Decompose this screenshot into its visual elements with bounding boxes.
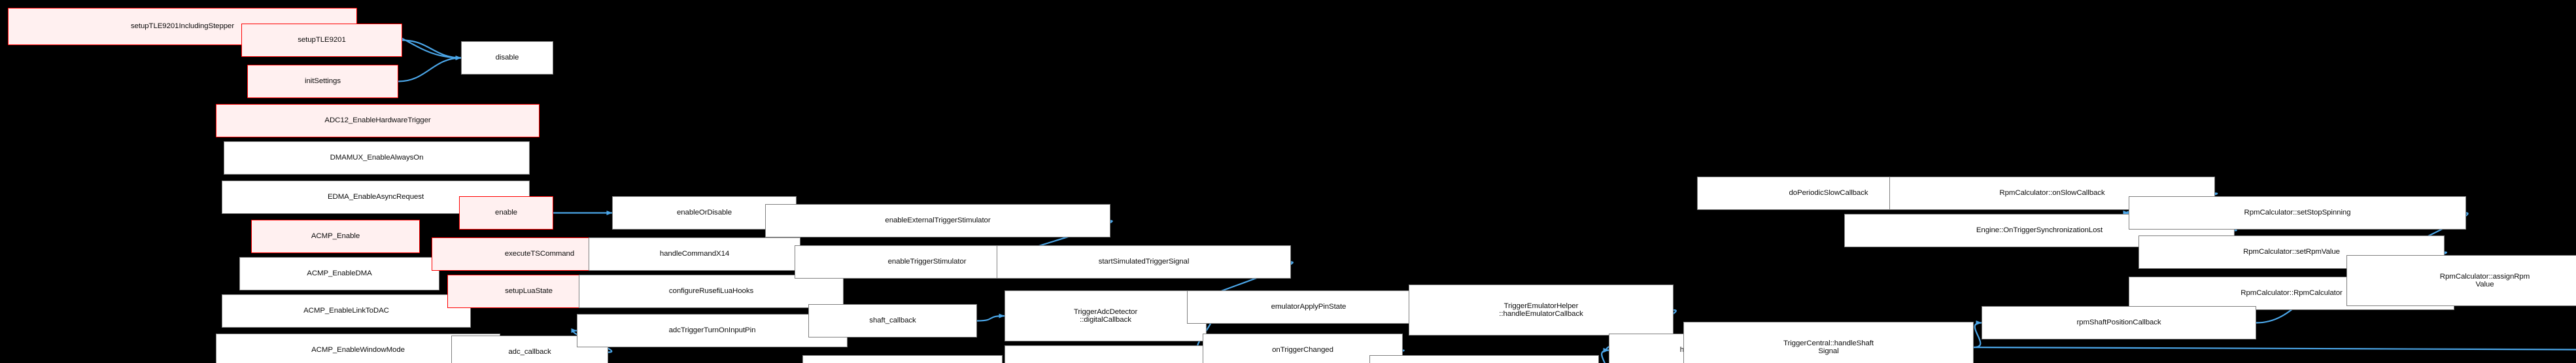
graph-node-label: setupTLE9201 [298, 35, 346, 44]
graph-node[interactable]: handleCommandX14 [589, 237, 800, 271]
graph-node-label: configureRusefiLuaHooks [668, 286, 754, 295]
graph-node[interactable]: disable [461, 41, 553, 75]
graph-node[interactable]: adcTriggerTurnOnInputPin [577, 314, 848, 347]
graph-edge [1973, 346, 2576, 351]
graph-node-label: RpmCalculator::assignRpm [2439, 272, 2530, 281]
graph-node-label: ACMP_EnableDMA [307, 269, 372, 277]
graph-node[interactable]: ADC12_EnableHardwareTrigger [216, 104, 540, 137]
graph-node-label: enableExternalTriggerStimulator [885, 216, 991, 224]
graph-node-label: RpmCalculator::setStopSpinning [2244, 208, 2351, 216]
graph-node[interactable]: DMAMUX_EnableAlwaysOn [224, 141, 530, 175]
graph-edge [402, 39, 462, 60]
graph-node-label: rpmShaftPositionCallback [2076, 318, 2161, 326]
graph-node[interactable]: ACMP_EnableDMA [239, 257, 439, 290]
graph-node[interactable]: TriggerAdcDetector::digitalCallback [1005, 290, 1207, 341]
graph-node-label: startSimulatedTriggerSignal [1098, 257, 1190, 266]
graph-node-label: ACMP_Enable [311, 232, 360, 240]
graph-node[interactable]: emulatorApplyPinState [1187, 290, 1430, 324]
graph-node-label: TriggerCentral::handleShaft [1783, 339, 1874, 347]
graph-node[interactable]: ACMP_EnableLinkToDAC [222, 294, 471, 328]
graph-node-label: Value [2475, 281, 2494, 288]
graph-node-label: setupTLE9201IncludingStepper [130, 22, 235, 30]
graph-node-label: disable [495, 53, 519, 61]
graph-edge [1601, 348, 1609, 363]
graph-node-label: RpmCalculator::onSlowCallback [1999, 188, 2105, 197]
graph-node[interactable]: setupTLE9201 [241, 24, 402, 57]
graph-node-label: ACMP_EnableLinkToDAC [303, 306, 389, 315]
graph-node-label: ACMP_EnableWindowMode [311, 345, 405, 354]
graph-node-label: EDMA_EnableAsyncRequest [327, 192, 424, 201]
graph-edge [398, 56, 462, 82]
graph-node[interactable]: configureRusefiLuaHooks [579, 275, 844, 308]
graph-node-label: TriggerEmulatorHelper [1503, 302, 1579, 310]
graph-node-label: enableTriggerStimulator [887, 257, 967, 266]
graph-node-label: adcTriggerTurnOnInputPin [668, 326, 756, 334]
graph-edge [976, 313, 1005, 322]
graph-node-label: setupLuaState [505, 286, 553, 295]
graph-node[interactable]: TriggerEmulatorHelper::handleEmulatorCal… [1409, 285, 1674, 336]
graph-node[interactable]: initSettings [247, 65, 398, 98]
graph-node-label: RpmCalculator::setRpmValue [2243, 247, 2340, 256]
graph-node[interactable]: enable [459, 196, 553, 230]
graph-node[interactable]: hwHandleShaftSignal [1369, 355, 1599, 363]
graph-node[interactable]: rpmShaftPositionCallback [1982, 306, 2256, 339]
graph-node-label: initSettings [305, 77, 341, 85]
graph-node-label: emulatorApplyPinState [1271, 302, 1347, 311]
graph-node-label: RpmCalculator::RpmCalculator [2241, 288, 2343, 297]
graph-node[interactable]: TriggerAdcDetector::analogCallback [1005, 345, 1207, 363]
graph-node-label: enable [495, 208, 517, 216]
graph-edge [1973, 320, 1982, 349]
graph-node-label: onTriggerChanged [1272, 345, 1333, 354]
graph-node-label: enableOrDisable [676, 208, 732, 216]
graph-node-label: ::handleEmulatorCallback [1499, 310, 1583, 318]
graph-node-label: shaft_callback [869, 316, 916, 324]
graph-node-label: DMAMUX_EnableAlwaysOn [330, 153, 424, 162]
graph-node[interactable]: enableExternalTriggerStimulator [765, 204, 1110, 237]
graph-node-label: Engine::OnTriggerSynchronizationLost [1976, 226, 2103, 234]
graph-node-label: handleCommandX14 [659, 249, 730, 258]
graph-node-label: executeTSCommand [504, 249, 575, 258]
graph-node[interactable]: triggerAdcCallback [802, 355, 1003, 363]
graph-node[interactable]: RpmCalculator::setStopSpinning [2129, 196, 2466, 230]
graph-node-label: doPeriodicSlowCallback [1789, 188, 1868, 197]
graph-node-label: Signal [1818, 347, 1839, 355]
graph-node-label: ::digitalCallback [1080, 316, 1131, 324]
graph-node-label: ADC12_EnableHardwareTrigger [324, 116, 431, 124]
graph-node[interactable]: shaft_callback [808, 304, 977, 337]
graph-node-label: TriggerAdcDetector [1073, 307, 1138, 316]
graph-node[interactable]: ACMP_Enable [251, 220, 420, 253]
graph-node-label: adc_callback [508, 347, 551, 356]
graph-node[interactable]: startSimulatedTriggerSignal [997, 245, 1291, 279]
